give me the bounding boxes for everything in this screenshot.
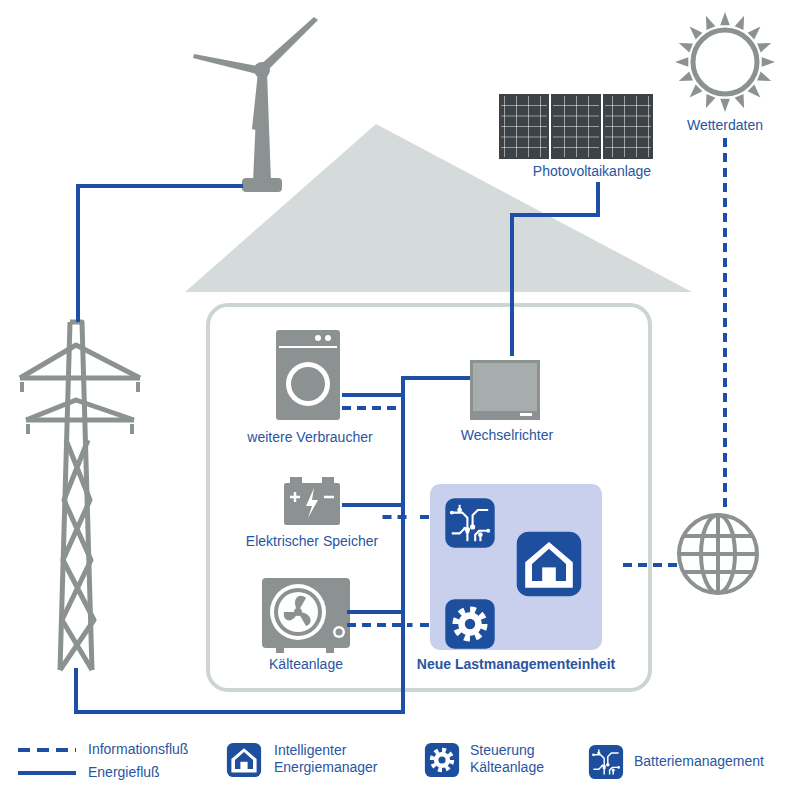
node-label: Kälteanlage xyxy=(265,655,347,673)
sun xyxy=(693,30,757,94)
device-node: Neue Lastmanagementeinheit xyxy=(413,483,620,675)
lm-panel xyxy=(430,484,602,650)
node-label: Wechselrichter xyxy=(457,426,558,444)
legend-text: Batteriemanagement xyxy=(634,753,764,770)
sun-ray xyxy=(679,72,693,82)
device-node: Wetterdaten xyxy=(683,12,768,136)
cooling-unit xyxy=(262,578,350,653)
sun-ray xyxy=(735,94,745,108)
battery-management-icon xyxy=(445,498,494,547)
pv-panels xyxy=(500,95,652,158)
device-node: Kälteanlage xyxy=(265,574,347,675)
information-flow xyxy=(620,138,726,565)
power-pylon xyxy=(20,322,140,670)
battery xyxy=(284,477,340,525)
house-interior xyxy=(208,305,650,690)
device-node: Wechselrichter xyxy=(457,356,558,446)
inverter xyxy=(470,360,540,420)
washing-machine xyxy=(276,330,340,420)
sun-ray xyxy=(679,43,693,53)
energy-manager-icon xyxy=(517,532,582,597)
sun-ray xyxy=(757,43,771,53)
energy-flow xyxy=(383,378,457,505)
sun-ray xyxy=(762,57,775,67)
legend-text: Intelligenter Energiemanager xyxy=(274,742,392,776)
sun-rays xyxy=(675,12,775,112)
node-label: Photovoltaikanlage xyxy=(529,162,656,180)
sun-ray xyxy=(748,27,761,40)
sun-ray xyxy=(748,85,761,98)
sun-ray xyxy=(735,16,745,30)
device-node: weitere Verbraucher xyxy=(243,326,377,448)
sun-ray xyxy=(706,94,716,108)
energy-flow xyxy=(377,378,457,395)
legend-text: Energiefluß xyxy=(88,764,160,781)
energy-flow xyxy=(347,378,457,612)
sun-ray xyxy=(690,27,703,40)
node-label: weitere Verbraucher xyxy=(243,428,377,446)
node-label: Elektrischer Speicher xyxy=(242,532,383,550)
sun-ray xyxy=(690,85,703,98)
information-flow xyxy=(347,623,413,627)
energy-flow xyxy=(512,182,598,356)
sun-ray xyxy=(675,57,688,67)
sun-ray xyxy=(757,72,771,82)
sun-ray xyxy=(720,99,730,112)
information-flow xyxy=(383,515,413,519)
device-node: Photovoltaikanlage xyxy=(529,92,656,182)
wind-turbine xyxy=(193,17,318,192)
sun-ray xyxy=(706,16,716,30)
node-label: Neue Lastmanagementeinheit xyxy=(413,655,620,673)
sun-ray xyxy=(720,12,730,25)
legend-text: Informationsfluß xyxy=(88,741,188,758)
device-node: Elektrischer Speicher xyxy=(242,470,383,552)
globe xyxy=(679,515,757,593)
legend-text: Steuerung Kälteanlage xyxy=(470,742,574,776)
cooling-control-icon xyxy=(445,599,494,648)
node-label: Wetterdaten xyxy=(683,116,768,134)
energy-wiring xyxy=(76,186,470,712)
